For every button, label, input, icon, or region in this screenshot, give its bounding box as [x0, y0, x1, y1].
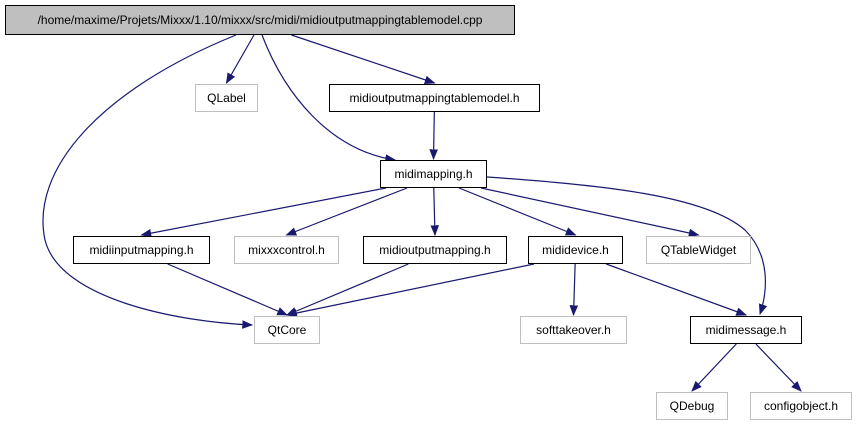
edge-midioutputmapping-h-to-qtcore	[286, 263, 409, 316]
edge-midimapping-h-to-mixxxcontrol-h	[285, 187, 408, 236]
node-root-file: /home/maxime/Projets/Mixxx/1.10/mixxx/sr…	[5, 5, 515, 35]
node-midiinputmapping-h[interactable]: midiinputmapping.h	[73, 236, 210, 264]
node-mididevice-h[interactable]: mididevice.h	[528, 236, 623, 264]
node-configobject-h: configobject.h	[750, 392, 852, 420]
node-midimessage-h[interactable]: midimessage.h	[690, 316, 802, 344]
edge-midimessage-h-to-configobject-h	[755, 343, 802, 392]
node-mixxxcontrol-h: mixxxcontrol.h	[234, 236, 339, 264]
node-qtcore: QtCore	[254, 316, 320, 344]
node-qlabel: QLabel	[195, 84, 258, 112]
edge-midimapping-h-to-midedevice-h	[458, 187, 577, 236]
node-midioutputmappingtablemodel-h[interactable]: midioutputmappingtablemodel.h	[329, 84, 540, 112]
edge-root-to-qlabel	[225, 34, 255, 84]
edge-midimapping-h-to-midiinputmapping-h	[140, 187, 387, 238]
node-qdebug: QDebug	[656, 392, 728, 420]
node-midioutputmapping-h[interactable]: midioutputmapping.h	[363, 236, 507, 264]
edge-midedevice-h-to-softtakeover-h	[569, 263, 579, 317]
node-midimapping-h[interactable]: midimapping.h	[380, 160, 487, 188]
edge-midiinputmapping-h-to-qtcore	[167, 263, 288, 316]
edge-midimessage-h-to-qdebug	[691, 343, 737, 392]
edge-root-to-midimapping-h	[261, 34, 397, 163]
edge-midimapping-h-to-qtablewidget	[480, 187, 700, 238]
edge-midimapping-h-to-midimessage-h	[486, 176, 768, 316]
node-softtakeover-h: softtakeover.h	[520, 316, 627, 344]
edge-root-to-qtcore	[42, 34, 254, 329]
edge-midedevice-h-to-midimessage-h	[605, 263, 748, 316]
edge-midimapping-h-to-midioutputmapping-h	[430, 187, 440, 237]
edge-root-to-midioutputmappingtablemodel-h	[291, 34, 436, 85]
edge-midedevice-h-to-qtcore	[285, 263, 535, 318]
edge-midioutputmappingtablemodel-h-to-midimapping-h	[429, 111, 438, 161]
node-qtablewidget: QTableWidget	[646, 236, 751, 264]
